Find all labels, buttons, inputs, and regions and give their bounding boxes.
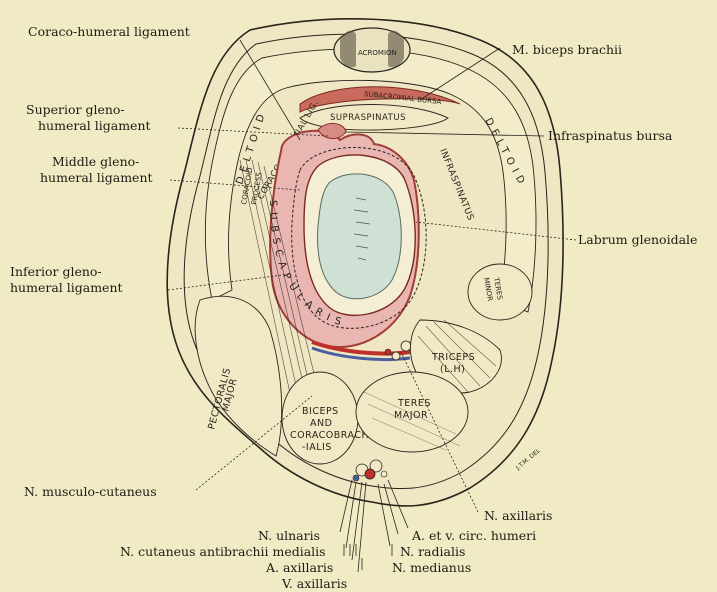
label-n-medianus: N. medianus: [392, 560, 471, 575]
label-infraspinatus-bursa: Infraspinatus bursa: [548, 128, 673, 143]
label-inferior-gleno-2: humeral ligament: [10, 280, 123, 295]
teres-major-label-2: MAJOR: [394, 410, 428, 421]
label-v-axillaris: V. axillaris: [281, 576, 347, 591]
label-a-et-v-circ-humeri: A. et v. circ. humeri: [411, 528, 536, 543]
label-labrum-glenoidale: Labrum glenoidale: [578, 232, 697, 247]
label-n-axillaris: N. axillaris: [484, 508, 552, 523]
biceps-label-4: -IALIS: [302, 442, 332, 453]
label-superior-gleno-2: humeral ligament: [38, 118, 151, 133]
artist-signature: J.T.M. DEL: [514, 447, 542, 472]
biceps-label-1: BICEPS: [302, 406, 339, 417]
label-m-biceps-brachii: M. biceps brachii: [512, 42, 622, 57]
supraspinatus-label: SUPRASPINATUS: [330, 113, 406, 123]
biceps-label-3: CORACOBRACH: [290, 430, 369, 441]
label-n-cutaneus-antibrachii-medialis: N. cutaneus antibrachii medialis: [120, 544, 326, 559]
label-n-radialis: N. radialis: [400, 544, 465, 559]
label-n-musculo-cutaneus: N. musculo-cutaneus: [24, 484, 157, 499]
label-middle-gleno-2: humeral ligament: [40, 170, 153, 185]
triceps-label-1: TRICEPS: [431, 352, 475, 363]
label-n-ulnaris: N. ulnaris: [258, 528, 320, 543]
biceps-label-2: AND: [310, 418, 332, 429]
label-middle-gleno-1: Middle gleno-: [52, 154, 139, 169]
triceps-label-2: (L.H): [440, 364, 465, 375]
label-a-axillaris: A. axillaris: [265, 560, 333, 575]
label-bars: [344, 544, 392, 570]
label-superior-gleno-1: Superior gleno-: [26, 102, 125, 117]
acromion-label: ACROMION: [358, 49, 397, 57]
label-inferior-gleno-1: Inferior gleno-: [10, 264, 102, 279]
articular-cartilage: [318, 174, 402, 299]
label-coraco-humeral-ligament: Coraco-humeral ligament: [28, 24, 190, 39]
